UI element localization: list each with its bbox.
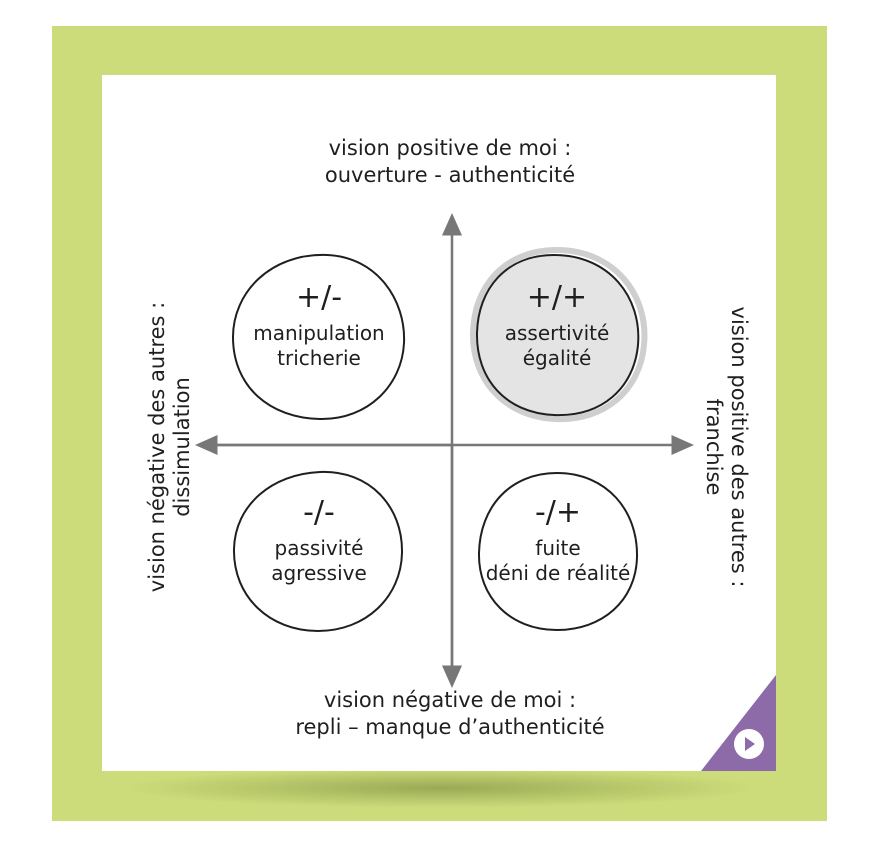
bottom-axis-label-line2: repli – manque d’authenticité [295,715,604,739]
right-axis-label-line1: vision positive des autres : [727,307,751,588]
quadrant-bottom-right-line2: déni de réalité [486,561,631,585]
quadrant-top-right-symbol: +/+ [527,280,587,315]
left-axis-label-line2: dissimulation [170,377,194,517]
play-icon[interactable] [734,729,764,759]
quadrant-bottom-right-line1: fuite [535,536,580,560]
top-axis-label-line2: ouverture - authenticité [325,163,575,187]
quadrant-top-right-line2: égalité [523,346,592,370]
top-axis-label-line1: vision positive de moi : [329,136,572,160]
quadrant-top-left-line1: manipulation [253,321,384,345]
corner-badge [701,675,776,771]
blob-top-right [475,253,640,417]
quadrant-bottom-left-symbol: -/- [303,495,335,530]
blob-top-right-shadow [469,246,648,423]
quadrant-top-left-line2: tricherie [277,346,361,370]
card-shadow [120,768,760,808]
quadrant-bottom-left-line1: passivité [275,536,364,560]
right-axis-label-line2: franchise [702,399,726,496]
quadrant-bottom-right-symbol: -/+ [535,495,581,530]
blob-top-left [231,253,406,421]
blob-bottom-right [477,471,639,632]
diagram-card: vision positive de moi : ouverture - aut… [102,75,776,771]
quadrant-top-left-symbol: +/- [296,280,342,315]
bottom-axis-label-line1: vision négative de moi : [324,688,576,712]
quadrant-diagram: vision positive de moi : ouverture - aut… [145,136,751,739]
quadrant-top-right-line1: assertivité [505,321,610,345]
quadrant-bottom-left-line2: agressive [271,561,367,585]
blob-bottom-left [232,470,404,633]
left-axis-label-line1: vision négative des autres : [145,302,169,592]
